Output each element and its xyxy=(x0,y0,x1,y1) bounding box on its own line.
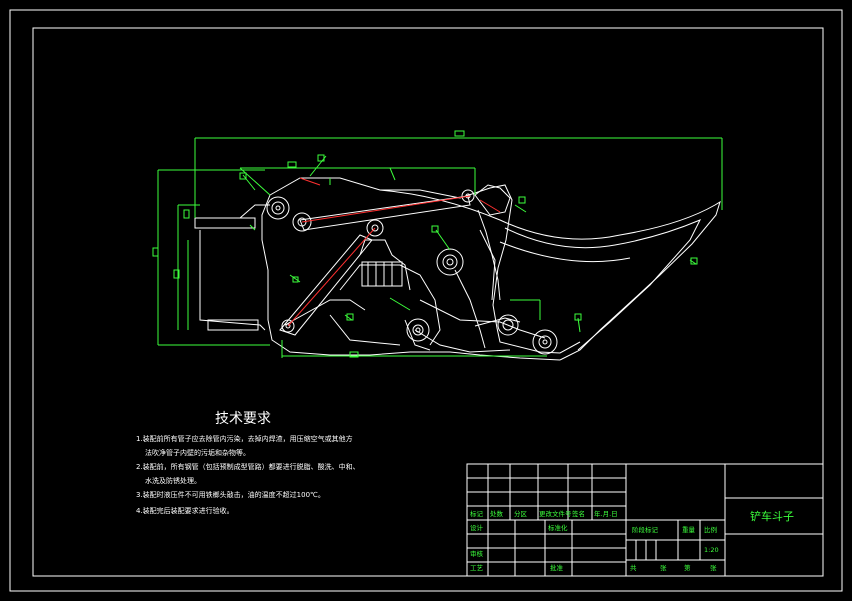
dimension-lines xyxy=(152,130,723,358)
approve-label: 批准 xyxy=(550,563,564,572)
tech-requirement-line: 4.装配完后装配要求进行验收。 xyxy=(136,506,234,515)
scale-value: 1:20 xyxy=(704,546,719,554)
tech-requirement-line: 3.装配时液压件不可用铁榔头敲击，油的温度不超过100℃。 xyxy=(136,490,325,499)
standardize-label: 标准化 xyxy=(548,523,568,532)
pin-joint xyxy=(266,196,290,220)
weight-label: 重量 xyxy=(682,526,696,534)
pin-joint xyxy=(532,329,558,355)
title-block-label: 标记 xyxy=(470,509,484,518)
pin-joint xyxy=(366,219,384,237)
title-block-text: 铲车斗子 标记 处数 分区 更改文件号 签名 年.月.日 设计 标准化 阶段标记… xyxy=(470,509,794,572)
tech-requirement-line: 法吹净管子内壁的污垢和杂物等。 xyxy=(145,448,250,457)
review-label: 审核 xyxy=(470,549,484,558)
title-block-label: 签名 xyxy=(572,509,585,518)
sheet-info: 第 xyxy=(684,563,691,572)
title-block-label: 处数 xyxy=(490,509,504,518)
drawing-name: 铲车斗子 xyxy=(750,509,794,523)
stage-mark-label: 阶段标记 xyxy=(632,525,659,534)
pin-joints xyxy=(266,189,558,355)
outer-border xyxy=(9,9,843,592)
design-label: 设计 xyxy=(470,523,484,532)
sheet-info: 张 xyxy=(660,563,667,572)
title-block-label: 分区 xyxy=(514,509,528,518)
process-label: 工艺 xyxy=(470,564,484,572)
technical-requirements: 技术要求 1.装配前所有管子应去除管内污染，去掉内焊渣，用压缩空气或其他方 法吹… xyxy=(136,411,360,515)
pin-joint xyxy=(436,248,464,276)
pin-joint xyxy=(281,319,295,333)
tech-requirements-title: 技术要求 xyxy=(215,411,271,427)
tech-requirement-line: 2.装配前，所有钢管（包括预制成型管路）都要进行脱脂、酸洗、中和、 xyxy=(136,462,360,471)
title-block-label: 年.月.日 xyxy=(594,509,618,518)
tech-requirement-line: 1.装配前所有管子应去除管内污染，去掉内焊渣，用压缩空气或其他方 xyxy=(136,434,353,443)
sheet-info: 共 xyxy=(630,563,637,572)
loader-bucket-assembly xyxy=(194,177,721,361)
title-block-label: 更改文件号 xyxy=(539,509,572,518)
title-block xyxy=(466,463,824,577)
sheet-info: 张 xyxy=(710,563,717,572)
scale-label: 比例 xyxy=(704,525,717,534)
pin-joint xyxy=(406,318,430,342)
inner-border xyxy=(32,27,824,577)
centerlines xyxy=(287,177,501,327)
pin-joint xyxy=(292,212,312,232)
tech-requirement-line: 水洗及防锈处理。 xyxy=(145,476,201,485)
pin-joint xyxy=(497,314,519,336)
